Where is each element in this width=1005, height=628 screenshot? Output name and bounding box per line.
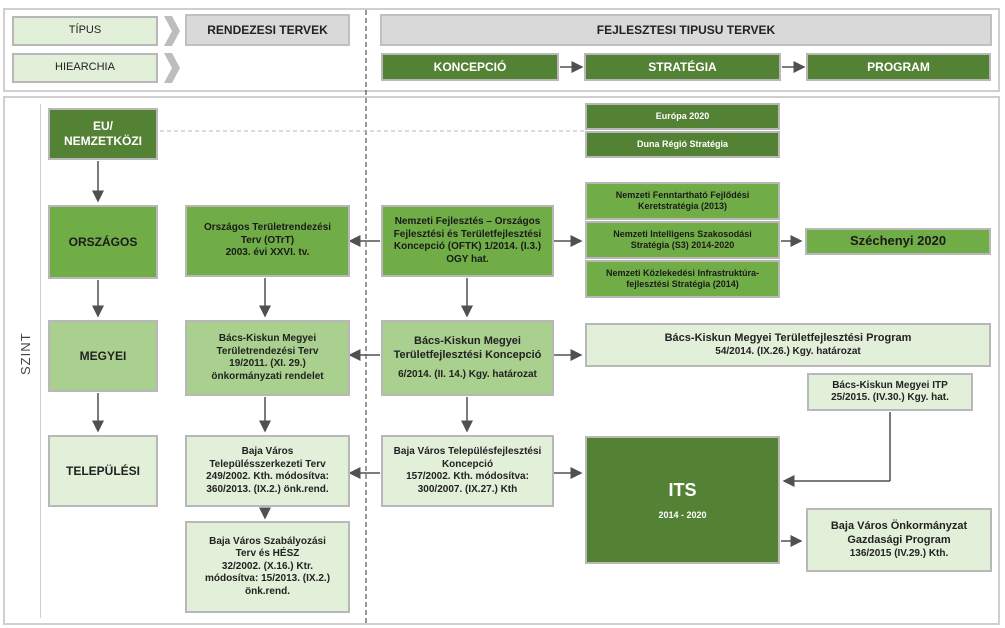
szt-line5: önk.rend. (244, 585, 290, 597)
otrt-line3: 2003. évi XXVI. tv. (225, 247, 310, 259)
strategia-text: STRATÉGIA (648, 59, 717, 74)
tipus-label: TÍPUS (12, 16, 158, 46)
program-text: PROGRAM (867, 59, 930, 74)
strategia-header: STRATÉGIA (584, 53, 781, 81)
otrt-line2: Terv (OTrT) (240, 234, 295, 246)
telepulesfejlesztesi-koncepcio-box: Baja Város Településfejlesztési Koncepci… (381, 435, 554, 507)
tfk-line2: Koncepció (441, 458, 494, 470)
europa-text: Európa 2020 (655, 110, 710, 121)
oftk-line4: OGY hat. (446, 253, 489, 265)
level-megyei-text: MEGYEI (79, 348, 127, 363)
megyei-k-line1: Bács-Kiskun Megyei (414, 335, 521, 347)
hiearchia-chevron-icon (164, 53, 180, 83)
nfft-line1: Nemzeti Fenntartható Fejlődési (615, 189, 750, 200)
tfk-line4: 300/2007. (IX.27.) Kth (417, 483, 518, 495)
megyei-k-line3: 6/2014. (II. 14.) Kgy. határozat (398, 368, 537, 380)
telepulesszerkezeti-terv-box: Baja Város Településszerkezeti Terv 249/… (185, 435, 350, 507)
tszt-line4: 360/2013. (IX.2.) önk.rend. (206, 483, 329, 495)
level-eu-line2: NEMZETKÖZI (64, 134, 142, 148)
its-title: ITS (668, 480, 697, 501)
tfk-line3: 157/2002. Kth. módosítva: (406, 471, 529, 482)
hiearchia-label: HIEARCHIA (12, 53, 158, 83)
europa-2020-box: Európa 2020 (585, 103, 780, 130)
level-orszagos: ORSZÁGOS (48, 205, 158, 279)
tipus-chevron-icon (164, 16, 180, 46)
otrt-box: Országos Területrendezési Terv (OTrT) 20… (185, 205, 350, 277)
itp-line2: 25/2015. (IV.30.) Kgy. hat. (831, 392, 949, 403)
level-telepulesi-text: TELEPÜLÉSI (65, 463, 140, 478)
megyei-rendezesi-terv-box: Bács-Kiskun Megyei Területrendezési Terv… (185, 320, 350, 396)
otrt-line1: Országos Területrendezési (203, 222, 332, 234)
megyei-koncepcio-box: Bács-Kiskun Megyei Területfejlesztési Ko… (381, 320, 554, 396)
szt-line3: 32/2002. (X.16.) Ktr. (221, 560, 314, 572)
fenntarthato-box: Nemzeti Fenntartható Fejlődési Keretstra… (585, 182, 780, 220)
body-frame (3, 96, 1000, 625)
nkis-line2: fejlesztési Stratégia (2014) (626, 279, 739, 289)
oftk-line2: Fejlesztési és Területfejlesztési (393, 228, 542, 240)
szint-label: SZINT (18, 332, 33, 375)
gp-line1: Baja Város Önkormányzat (830, 520, 968, 532)
szechenyi-text: Széchenyi 2020 (849, 233, 947, 249)
szabalyozasi-terv-box: Baja Város Szabályozási Terv és HÉSZ 32/… (185, 521, 350, 613)
nkis-line1: Nemzeti Közlekedési Infrastruktúra- (605, 267, 760, 278)
its-box: ITS 2014 - 2020 (585, 436, 780, 564)
gp-line2: Gazdasági Program (847, 533, 951, 546)
koncepcio-header: KONCEPCIÓ (381, 53, 559, 81)
hiearchia-text: HIEARCHIA (55, 61, 115, 74)
tipus-text: TÍPUS (68, 24, 102, 37)
fejlesztesi-tervek-text: FEJLESZTESI TIPUSU TERVEK (596, 22, 776, 37)
fejlesztesi-tervek-header: FEJLESZTESI TIPUSU TERVEK (380, 14, 992, 46)
megyei-rt-line4: önkormányzati rendelet (211, 370, 324, 382)
kozlekedesi-infrastruktura-box: Nemzeti Közlekedési Infrastruktúra- fejl… (585, 260, 780, 298)
oftk-line1: Nemzeti Fejlesztés – Országos (394, 216, 541, 227)
level-megyei: MEGYEI (48, 320, 158, 392)
szt-line4: módosítva: 15/2013. (IX.2.) (204, 573, 331, 585)
s3-line2: Stratégia (S3) 2014-2020 (630, 240, 735, 250)
szint-divider (40, 104, 41, 618)
rendezesi-tervek-text: RENDEZESI TERVEK (207, 22, 328, 37)
megyei-itp-box: Bács-Kiskun Megyei ITP 25/2015. (IV.30.)… (807, 373, 973, 411)
program-header: PROGRAM (806, 53, 991, 81)
header-frame (3, 8, 1000, 92)
megyei-k-line2: Területfejlesztési Koncepció (393, 348, 542, 361)
nfft-line2: Keretstratégia (2013) (637, 201, 728, 211)
its-years: 2014 - 2020 (658, 509, 707, 520)
tszt-line2: Településszerkezeti Terv (209, 458, 326, 470)
szt-line2: Terv és HÉSZ (235, 548, 300, 560)
level-eu-line1: EU/ (92, 119, 113, 133)
duna-text: Duna Régió Stratégia (636, 138, 728, 149)
oftk-line3: Koncepció (OFTK) 1/2014. (I.3.) (393, 241, 542, 252)
koncepcio-text: KONCEPCIÓ (433, 59, 507, 74)
megyei-teruletfejlesztesi-program-box: Bács-Kiskun Megyei Területfejlesztési Pr… (585, 323, 991, 367)
tszt-line1: Baja Város (241, 446, 294, 457)
level-telepulesi: TELEPÜLÉSI (48, 435, 158, 507)
s3-line1: Nemzeti Intelligens Szakosodási (613, 228, 752, 239)
szt-line1: Baja Város Szabályozási (209, 535, 326, 547)
level-orszagos-text: ORSZÁGOS (68, 234, 138, 249)
tszt-line3: 249/2002. Kth. módosítva: (206, 471, 329, 482)
oftk-box: Nemzeti Fejlesztés – Országos Fejlesztés… (381, 205, 554, 277)
megyei-rt-line2: Területrendezési Terv (216, 345, 319, 357)
gp-line3: 136/2015 (IV.29.) Kth. (849, 547, 949, 559)
tfk-line1: Baja Város Településfejlesztési (393, 446, 542, 457)
itp-line1: Bács-Kiskun Megyei ITP (832, 379, 948, 391)
mtp-line1: Bács-Kiskun Megyei Területfejlesztési Pr… (664, 331, 912, 344)
szechenyi-2020-box: Széchenyi 2020 (805, 228, 991, 255)
level-eu-nemzetkozi: EU/ NEMZETKÖZI (48, 108, 158, 160)
mtp-line2: 54/2014. (IX.26.) Kgy. határozat (715, 345, 861, 357)
megyei-rt-line1: Bács-Kiskun Megyei (218, 333, 317, 344)
rendezesi-tervek-header: RENDEZESI TERVEK (185, 14, 350, 46)
gazdasagi-program-box: Baja Város Önkormányzat Gazdasági Progra… (806, 508, 992, 572)
megyei-rt-line3: 19/2011. (XI. 29.) (229, 358, 306, 369)
intelligens-szakosodasi-box: Nemzeti Intelligens Szakosodási Stratégi… (585, 221, 780, 259)
duna-regio-box: Duna Régió Stratégia (585, 131, 780, 158)
